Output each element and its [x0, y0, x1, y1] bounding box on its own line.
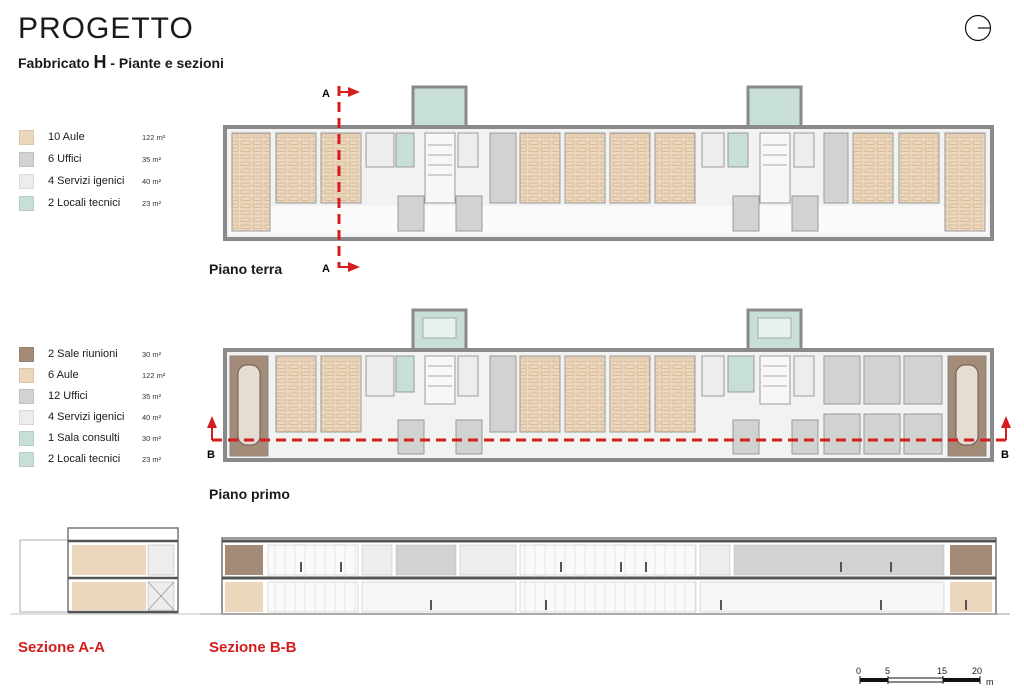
legend-label: 1 Sala consulti — [48, 432, 120, 444]
scale-unit: m — [986, 677, 994, 687]
legend-swatch — [19, 451, 34, 467]
page-subtitle: Fabbricato H - Piante e sezioni — [18, 52, 224, 73]
legend-swatch — [19, 388, 34, 404]
legend-label: 6 Aule — [48, 369, 79, 381]
legend-swatch — [19, 173, 34, 189]
legend-item: 2 Sale riunioni 30 m² — [19, 346, 162, 362]
legend-area: 30 m² — [142, 433, 162, 443]
legend-label: 4 Servizi igenici — [48, 411, 125, 423]
section-bb-label: Sezione B-B — [209, 639, 297, 656]
legend-swatch — [19, 151, 34, 167]
legend-item: 4 Servizi igenici 40 m² — [19, 173, 162, 189]
legend-area: 23 m² — [142, 198, 162, 208]
legend-label: 2 Sale riunioni — [48, 348, 118, 360]
subtitle-prefix: Fabbricato — [18, 55, 90, 71]
legend-swatch — [19, 195, 34, 211]
legend-label: 10 Aule — [48, 131, 85, 143]
legend-item: 4 Servizi igenici 40 m² — [19, 409, 162, 425]
scale-tick-15: 15 — [937, 666, 948, 676]
legend-item: 1 Sala consulti 30 m² — [19, 430, 162, 446]
legend-label: 2 Locali tecnici — [48, 453, 121, 465]
legend-item: 6 Aule 122 m² — [19, 367, 166, 383]
legend-item: 2 Locali tecnici 23 m² — [19, 195, 162, 211]
first-floor-label: Piano primo — [209, 486, 290, 502]
subtitle-suffix: - Piante e sezioni — [110, 55, 224, 71]
legend-area: 40 m² — [142, 176, 162, 186]
north-arrow-icon — [964, 14, 992, 42]
legend-swatch — [19, 129, 34, 145]
legend-area: 23 m² — [142, 454, 162, 464]
legend-item: 12 Uffici 35 m² — [19, 388, 162, 404]
legend-item: 2 Locali tecnici 23 m² — [19, 451, 162, 467]
legend-swatch — [19, 430, 34, 446]
legend-item: 10 Aule 122 m² — [19, 129, 166, 145]
section-aa-drawing — [10, 527, 200, 615]
scale-tick-0: 0 — [856, 666, 862, 676]
scale-tick-20: 20 — [972, 666, 983, 676]
cut-label-a-bottom: A — [322, 263, 330, 275]
building-letter: H — [93, 52, 107, 72]
legend-item: 6 Uffici 35 m² — [19, 151, 162, 167]
page-title: PROGETTO — [18, 12, 194, 45]
cut-label-b-right: B — [1001, 449, 1009, 461]
legend-label: 2 Locali tecnici — [48, 197, 121, 209]
section-aa-label: Sezione A-A — [18, 639, 105, 656]
legend-area: 122 m² — [142, 370, 166, 380]
legend-area: 35 m² — [142, 154, 162, 164]
legend-swatch — [19, 346, 34, 362]
legend-label: 6 Uffici — [48, 153, 82, 165]
section-bb-drawing — [200, 537, 1010, 615]
legend-area: 30 m² — [142, 349, 162, 359]
legend-swatch — [19, 409, 34, 425]
legend-ground-floor: 10 Aule 122 m² 6 Uffici 35 m² 4 Servizi … — [19, 129, 189, 220]
legend-area: 40 m² — [142, 412, 162, 422]
first-floor-plan: B B — [207, 308, 1011, 462]
classroom-group — [231, 132, 362, 232]
scale-bar-graphic — [859, 676, 981, 684]
legend-label: 4 Servizi igenici — [48, 175, 125, 187]
scale-tick-5: 5 — [885, 666, 891, 676]
legend-label: 12 Uffici — [48, 390, 88, 402]
legend-first-floor: 2 Sale riunioni 30 m² 6 Aule 122 m² 12 U… — [19, 346, 189, 477]
cut-label-a-top: A — [322, 88, 330, 100]
legend-swatch — [19, 367, 34, 383]
ground-floor-plan: A A — [223, 85, 994, 275]
legend-area: 35 m² — [142, 391, 162, 401]
legend-area: 122 m² — [142, 132, 166, 142]
cut-label-b-left: B — [207, 449, 215, 461]
ground-floor-label: Piano terra — [209, 261, 283, 277]
